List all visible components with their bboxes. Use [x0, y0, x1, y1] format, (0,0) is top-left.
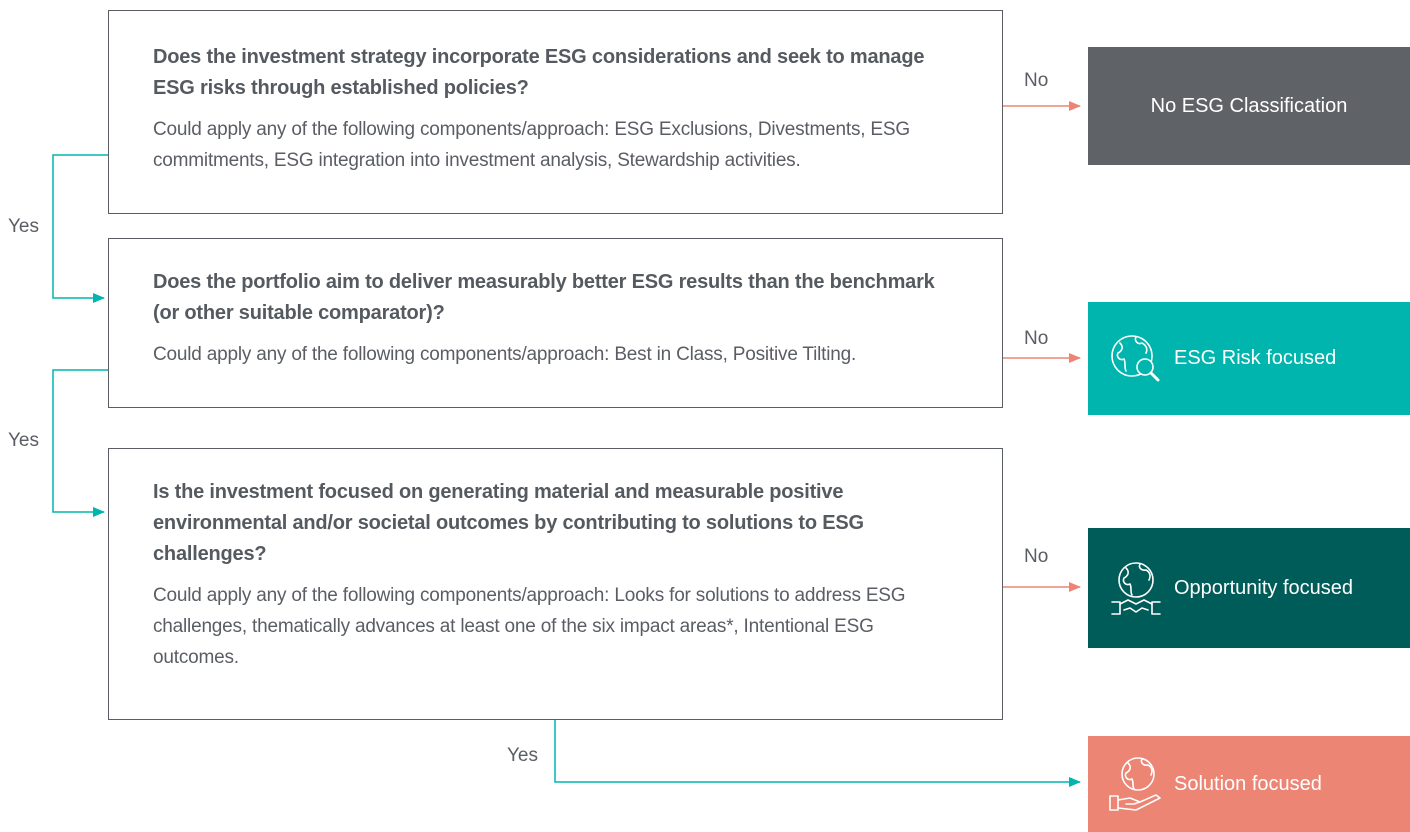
yes-label-3: Yes [507, 745, 538, 766]
question-detail: Could apply any of the following compone… [153, 344, 857, 365]
result-no-esg-classification: No ESG Classification [1088, 47, 1410, 165]
result-esg-risk-focused: ESG Risk focused [1088, 302, 1410, 415]
yes-connector-1 [52, 154, 108, 303]
result-solution-focused: Solution focused [1088, 736, 1410, 832]
no-label-3: No [1024, 546, 1049, 567]
result-label: ESG Risk focused [1174, 347, 1337, 369]
globe-handshake-icon [1111, 562, 1161, 615]
question-title: Does the investment strategy incorporate… [153, 46, 925, 99]
result-label: No ESG Classification [1150, 94, 1348, 117]
question-title: Is the investment focused on generating … [153, 481, 864, 565]
globe-hand-icon [1109, 757, 1161, 811]
question-title: Does the portfolio aim to deliver measur… [153, 271, 935, 324]
question-box-2: Does the portfolio aim to deliver measur… [108, 238, 1003, 408]
result-label: Solution focused [1174, 772, 1322, 795]
question-box-1: Does the investment strategy incorporate… [108, 10, 1003, 214]
yes-connector-3 [554, 720, 1081, 787]
globe-magnifier-icon [1111, 334, 1160, 381]
no-label-1: No [1024, 70, 1049, 91]
yes-connector-2 [52, 369, 108, 517]
no-label-2: No [1024, 328, 1049, 349]
yes-label-2: Yes [8, 430, 39, 451]
result-opportunity-focused: Opportunity focused [1088, 528, 1410, 648]
question-detail: Could apply any of the following compone… [153, 585, 906, 668]
yes-label-1: Yes [8, 216, 39, 237]
question-box-3: Is the investment focused on generating … [108, 448, 1003, 720]
result-label: Opportunity focused [1174, 576, 1353, 599]
question-detail: Could apply any of the following compone… [153, 119, 910, 171]
